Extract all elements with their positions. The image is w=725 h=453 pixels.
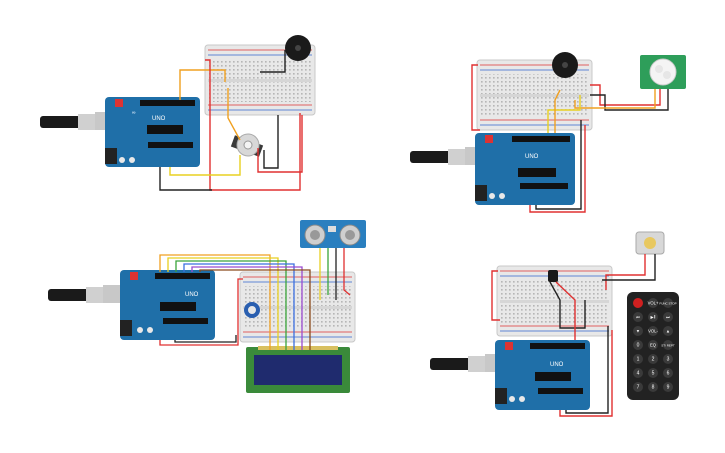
- svg-text:3: 3: [667, 357, 670, 363]
- svg-text:9: 9: [667, 385, 670, 391]
- circuit-pir-buzzer: UNO: [410, 52, 686, 213]
- svg-text:VOL+: VOL+: [648, 301, 659, 306]
- servo-motor[interactable]: [230, 133, 264, 157]
- svg-text:VOL-: VOL-: [648, 329, 658, 334]
- board-label-uno: UNO: [152, 116, 166, 122]
- dc-motor[interactable]: [635, 231, 665, 255]
- svg-text:5: 5: [652, 371, 655, 377]
- remote-labels: VOL+ FUNC STOP ⏮ ▶‖ ⏭ ▼ VOL- ▲ 0 EQ ST/ …: [636, 301, 677, 391]
- piezo-buzzer[interactable]: [552, 52, 578, 78]
- pir-sensor[interactable]: [640, 55, 686, 89]
- ultrasonic-sensor[interactable]: [300, 220, 366, 248]
- svg-text:1: 1: [637, 357, 640, 363]
- breadboard[interactable]: [496, 265, 613, 337]
- wires: [159, 248, 351, 350]
- svg-text:▲: ▲: [666, 329, 670, 334]
- board-label-uno: UNO: [525, 154, 539, 160]
- svg-text:⏮: ⏮: [636, 315, 640, 320]
- lcd-16x2[interactable]: [246, 346, 350, 393]
- circuit-ultrasonic-lcd: UNO: [48, 220, 366, 393]
- power-button-icon[interactable]: [633, 298, 643, 308]
- svg-text:6: 6: [667, 371, 670, 377]
- svg-text:0: 0: [637, 343, 640, 349]
- arduino-uno[interactable]: UNO: [410, 133, 575, 205]
- remote-button-grid: [633, 312, 673, 392]
- circuit-buzzer-servo: UNO ∞: [40, 35, 316, 191]
- svg-text:EQ: EQ: [650, 343, 657, 348]
- wires: [159, 50, 303, 191]
- piezo-buzzer[interactable]: [285, 35, 311, 61]
- svg-text:▶‖: ▶‖: [651, 315, 656, 320]
- ir-remote[interactable]: VOL+ FUNC STOP ⏮ ▶‖ ⏭ ▼ VOL- ▲ 0 EQ ST/ …: [627, 292, 679, 400]
- arduino-uno[interactable]: UNO: [430, 340, 590, 410]
- svg-text:7: 7: [637, 385, 640, 391]
- arduino-uno[interactable]: UNO ∞: [40, 97, 200, 167]
- svg-text:8: 8: [652, 385, 655, 391]
- svg-text:∞: ∞: [132, 110, 136, 116]
- potentiometer[interactable]: [244, 302, 260, 318]
- svg-text:4: 4: [637, 371, 640, 377]
- arduino-uno[interactable]: UNO: [48, 270, 215, 340]
- ir-receiver[interactable]: [548, 270, 558, 282]
- wires: [491, 254, 656, 417]
- breadboard[interactable]: [239, 271, 356, 343]
- svg-text:2: 2: [652, 357, 655, 363]
- svg-text:ST/ REPT: ST/ REPT: [661, 344, 675, 348]
- breadboard[interactable]: [204, 44, 316, 116]
- wires: [471, 64, 669, 213]
- circuit-ir-remote-motor: UNO: [430, 231, 679, 417]
- svg-text:▼: ▼: [636, 329, 640, 334]
- svg-text:⏭: ⏭: [666, 315, 670, 320]
- board-label-uno: UNO: [550, 362, 564, 368]
- board-label-uno: UNO: [185, 292, 199, 298]
- svg-text:FUNC STOP: FUNC STOP: [659, 302, 676, 306]
